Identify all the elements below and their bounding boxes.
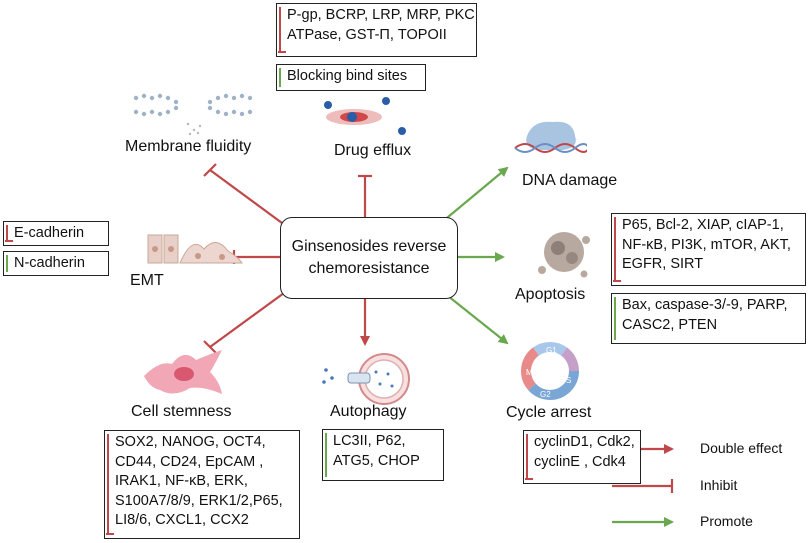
- box-efflux-promote: Blocking bind sites: [276, 64, 426, 91]
- center-title-line1: Ginsenosides reverse: [291, 238, 447, 255]
- box-stemness-inhibit: SOX2, NANOG, OCT4, CD44, CD24, EpCAM , I…: [104, 430, 300, 539]
- cell-cycle-icon: G1 S G2 M: [521, 342, 579, 400]
- box-line: ATPase, GST-Π, TOPOII: [287, 26, 447, 43]
- box-line: ATG5, CHOP: [333, 452, 420, 469]
- cycle-m-label: M: [526, 368, 533, 377]
- box-line: Bax, caspase-3/-9, PARP,: [622, 297, 788, 313]
- box-line: cyclinD1, Cdk2,: [534, 434, 635, 450]
- box-autophagy-promote: LC3II, P62, ATG5, CHOP: [322, 429, 444, 481]
- box-line: SOX2, NANOG, OCT4,: [115, 434, 266, 450]
- node-autophagy: Autophagy: [330, 403, 407, 420]
- cycle-g2-label: G2: [540, 390, 551, 399]
- node-drug-efflux: Drug efflux: [334, 142, 412, 159]
- box-line: P65, Bcl-2, XIAP, cIAP-1,: [622, 217, 784, 233]
- box-line: P-gp, BCRP, LRP, MRP, PKC: [287, 7, 475, 23]
- node-cycle-arrest: Cycle arrest: [506, 404, 592, 421]
- edge-stemness: [209, 292, 285, 348]
- box-apoptosis-promote: Bax, caspase-3/-9, PARP, CASC2, PTEN: [611, 293, 806, 344]
- cycle-s-label: S: [566, 376, 571, 385]
- box-efflux-inhibit: P-gp, BCRP, LRP, MRP, PKC ATPase, GST-Π,…: [276, 3, 477, 57]
- box-line: N-cadherin: [14, 255, 85, 271]
- box-line: NF-κB, PI3K, mTOR, AKT,: [622, 236, 791, 253]
- node-cell-stemness: Cell stemness: [131, 403, 232, 420]
- box-cycle-inhibit: cyclinD1, Cdk2, cyclinE , Cdk4: [523, 430, 641, 484]
- box-line: Blocking bind sites: [287, 68, 408, 84]
- node-emt: EMT: [130, 272, 164, 289]
- box-line: CD44, CD24, EpCAM ,: [115, 453, 264, 470]
- edge-dna: [441, 166, 509, 223]
- box-emt-inhibit: E-cadherin: [3, 221, 109, 246]
- dna-icon: [514, 121, 587, 153]
- box-line: CASC2, PTEN: [622, 316, 718, 333]
- box-line: LI8/6, CXCL1, CCX2: [115, 512, 249, 528]
- autophagy-icon: [322, 353, 410, 405]
- apoptosis-icon: [538, 232, 590, 278]
- box-apoptosis-inhibit: P65, Bcl-2, XIAP, cIAP-1, NF-κB, PI3K, m…: [611, 213, 806, 286]
- center-title-line2: chemoresistance: [308, 260, 430, 277]
- legend-inhibit: Inhibit: [700, 477, 738, 493]
- node-dna-damage: DNA damage: [522, 172, 618, 189]
- box-line: IRAK1, NF-κB, ERK,: [115, 473, 248, 489]
- node-membrane-fluidity: Membrane fluidity: [125, 138, 252, 155]
- box-line: S100A7/8/9, ERK1/2,P65,: [115, 492, 283, 509]
- node-apoptosis: Apoptosis: [515, 286, 586, 303]
- legend-double-effect: Double effect: [700, 440, 783, 456]
- edge-membrane: [209, 169, 283, 224]
- membrane-icon: [133, 93, 253, 136]
- cycle-g1-label: G1: [546, 346, 557, 355]
- box-line: E-cadherin: [14, 225, 85, 241]
- box-emt-promote: N-cadherin: [3, 251, 109, 276]
- box-line: cyclinE , Cdk4: [534, 453, 626, 470]
- edge-stemness-cap: [203, 340, 217, 354]
- edge-cycle: [442, 291, 509, 345]
- box-line: EGFR, SIRT: [622, 256, 704, 272]
- drug-efflux-icon: [324, 97, 406, 135]
- stem-cell-icon: [144, 350, 222, 394]
- emt-cells-icon: [147, 234, 243, 264]
- edge-membrane-cap: [203, 163, 217, 177]
- box-line: LC3II, P62,: [333, 433, 406, 449]
- legend-promote: Promote: [700, 513, 753, 529]
- center-node: Ginsenosides reverse chemoresistance: [280, 217, 458, 299]
